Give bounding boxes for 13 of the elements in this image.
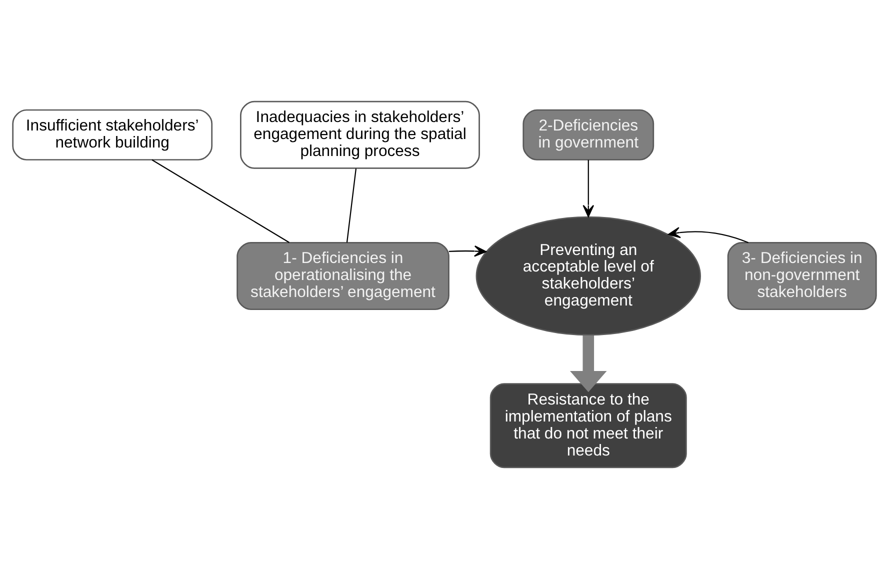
node-ellipse: Preventing an acceptable level of stakeholders’ engagement bbox=[476, 216, 701, 336]
node-box: Resistance to the implementation of plans that do not meet their needs bbox=[490, 382, 687, 468]
connector bbox=[346, 168, 357, 242]
arrow bbox=[448, 245, 487, 256]
node-box: Inadequacies in stakeholders’ engagement during the spatial planning process bbox=[240, 100, 480, 168]
node-box: 1- Deficiencies in operationalising the stakeholders’ engagement bbox=[236, 241, 450, 310]
node-box: Insufficient stakeholders’ network building bbox=[12, 108, 213, 160]
arrow bbox=[570, 334, 607, 392]
node-box: 2-Deficiencies in government bbox=[522, 108, 654, 160]
arrow bbox=[582, 159, 594, 217]
connector bbox=[152, 158, 290, 242]
node-box: 3- Deficiencies in non-government stakeholders bbox=[727, 241, 877, 310]
arrow bbox=[668, 226, 749, 243]
